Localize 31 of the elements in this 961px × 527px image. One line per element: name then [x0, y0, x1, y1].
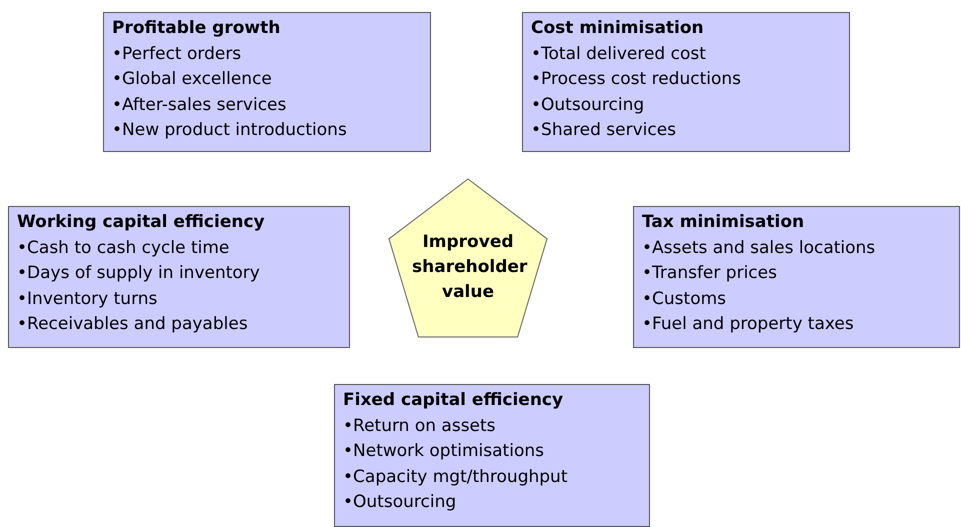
bullet-item: •Global excellence: [112, 68, 273, 91]
bullet-item: •Process cost reductions: [531, 68, 742, 91]
goal-card: [522, 12, 850, 152]
goal-card: [633, 206, 960, 348]
bullet-item: •Days of supply in inventory: [17, 262, 261, 285]
bullet-item: •Receivables and payables: [17, 313, 249, 336]
pentagon-shape: [388, 178, 548, 338]
bullet-item: •Network optimisations: [343, 440, 545, 463]
bullet-item: •Customs: [642, 288, 728, 310]
bullet-item: •Capacity mgt/throughput: [343, 466, 568, 488]
bullet-item: •Assets and sales locations: [642, 236, 876, 260]
goal-card: [8, 206, 350, 348]
bullet-item: •Fuel and property taxes: [642, 313, 855, 336]
bullet-item: •New product introductions: [112, 119, 348, 142]
card-heading: Fixed capital efficiency: [343, 389, 564, 412]
bullet-item: •Return on assets: [343, 414, 497, 438]
card-heading: Tax minimisation: [642, 211, 806, 234]
bullet-item: •Shared services: [531, 119, 678, 142]
bullet-item: •Outsourcing: [531, 94, 646, 116]
card-heading: Working capital efficiency: [17, 211, 266, 234]
bullet-item: •Transfer prices: [642, 262, 778, 285]
bullet-item: •Perfect orders: [112, 42, 242, 66]
bullet-item: •Inventory turns: [17, 288, 158, 310]
card-heading: Profitable growth: [112, 17, 282, 40]
bullet-item: •Outsourcing: [343, 491, 458, 514]
goal-card: [334, 384, 650, 527]
bullet-item: •After-sales services: [112, 94, 288, 116]
bullet-item: •Total delivered cost: [531, 42, 707, 66]
bullet-item: •Cash to cash cycle time: [17, 236, 230, 260]
card-heading: Cost minimisation: [531, 17, 705, 40]
goal-card: [103, 12, 431, 152]
